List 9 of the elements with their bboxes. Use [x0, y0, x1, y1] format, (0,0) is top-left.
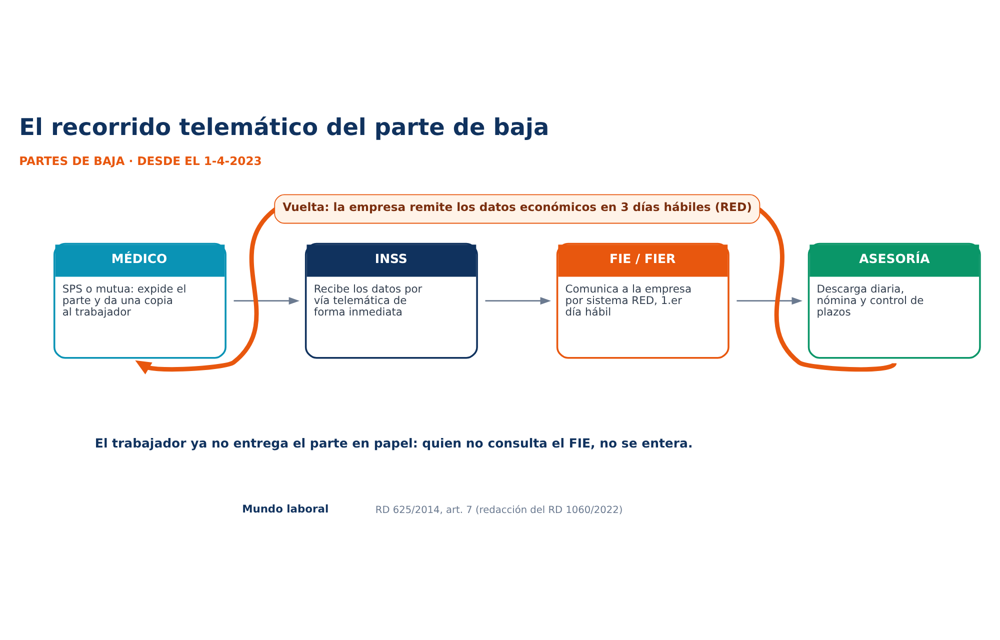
arrow [485, 297, 551, 305]
label: RD 625/2014, art. 7 (redacción del RD 1060/2022) [375, 504, 623, 516]
arrow [234, 297, 300, 305]
arrow [736, 297, 802, 305]
diagram-title: El recorrido telemático del parte de baja [19, 114, 550, 141]
edge-label: Vuelta: la empresa remite los datos económicos en 3 días hábiles (RED) [282, 200, 752, 214]
label: El trabajador ya no entrega el parte en papel: quien no consulta el FIE, no se entera. [94, 436, 693, 451]
label: Mundo laboral [242, 502, 329, 516]
label: PARTES DE BAJA · DESDE EL 1-4-2023 [19, 154, 262, 168]
